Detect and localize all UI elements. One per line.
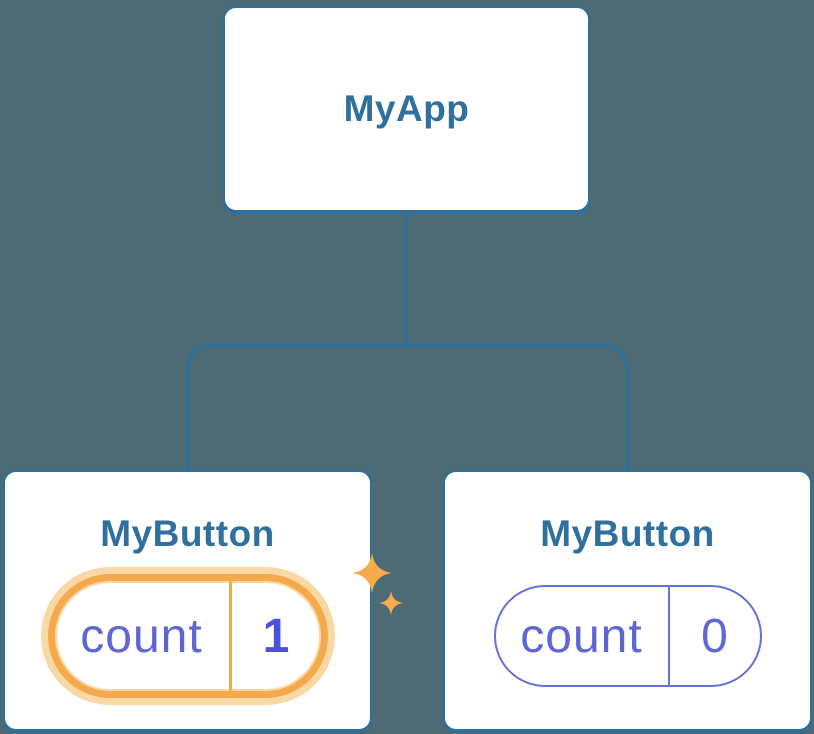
state-value-cell: 1 [232,581,321,691]
state-key-cell: count [496,587,668,685]
state-pill-area: count 1 [47,553,403,702]
state-pill: count 0 [493,585,762,687]
sparkle-icon-large [351,553,392,593]
component-node-root: MyApp [223,6,590,212]
state-pill-area: count 0 [493,570,762,702]
state-key-label: count [520,609,643,663]
branch-bracket-line [186,344,629,471]
state-value-cell: 0 [670,587,760,685]
state-pill-divider [228,581,232,691]
state-value: 1 [262,609,290,663]
component-name: MyButton [540,513,715,554]
state-pill-divider [667,587,670,685]
component-node-child-highlighted: MyButton count 1 [3,470,403,731]
sparkle-icon-small [378,591,403,615]
component-node-child-plain: MyButton count 0 [443,470,812,731]
state-value: 0 [701,609,728,663]
component-name: MyButton [100,513,275,554]
state-pill-highlighted: count 1 [47,574,328,698]
state-key-cell: count [55,581,229,691]
component-name: MyApp [343,88,470,129]
state-key-label: count [80,609,203,663]
